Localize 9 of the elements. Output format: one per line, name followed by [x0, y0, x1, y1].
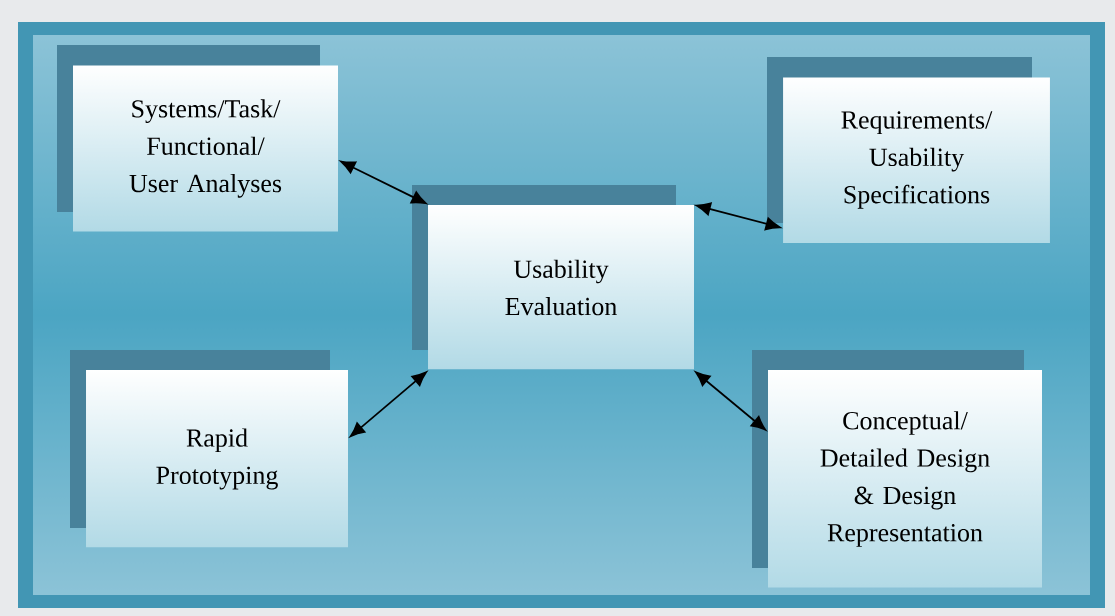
arrow: [695, 371, 767, 431]
process-box: Usability Evaluation: [412, 185, 694, 370]
process-box: Requirements/ Usability Specifications: [767, 57, 1050, 243]
process-box: Rapid Prototyping: [70, 350, 348, 548]
arrow: [695, 202, 781, 231]
arrow: [340, 160, 427, 205]
process-box: Systems/Task/ Functional/ User Analyses: [57, 45, 339, 232]
process-box: Conceptual/ Detailed Design & Design Representation: [752, 350, 1042, 588]
arrow: [349, 371, 427, 437]
